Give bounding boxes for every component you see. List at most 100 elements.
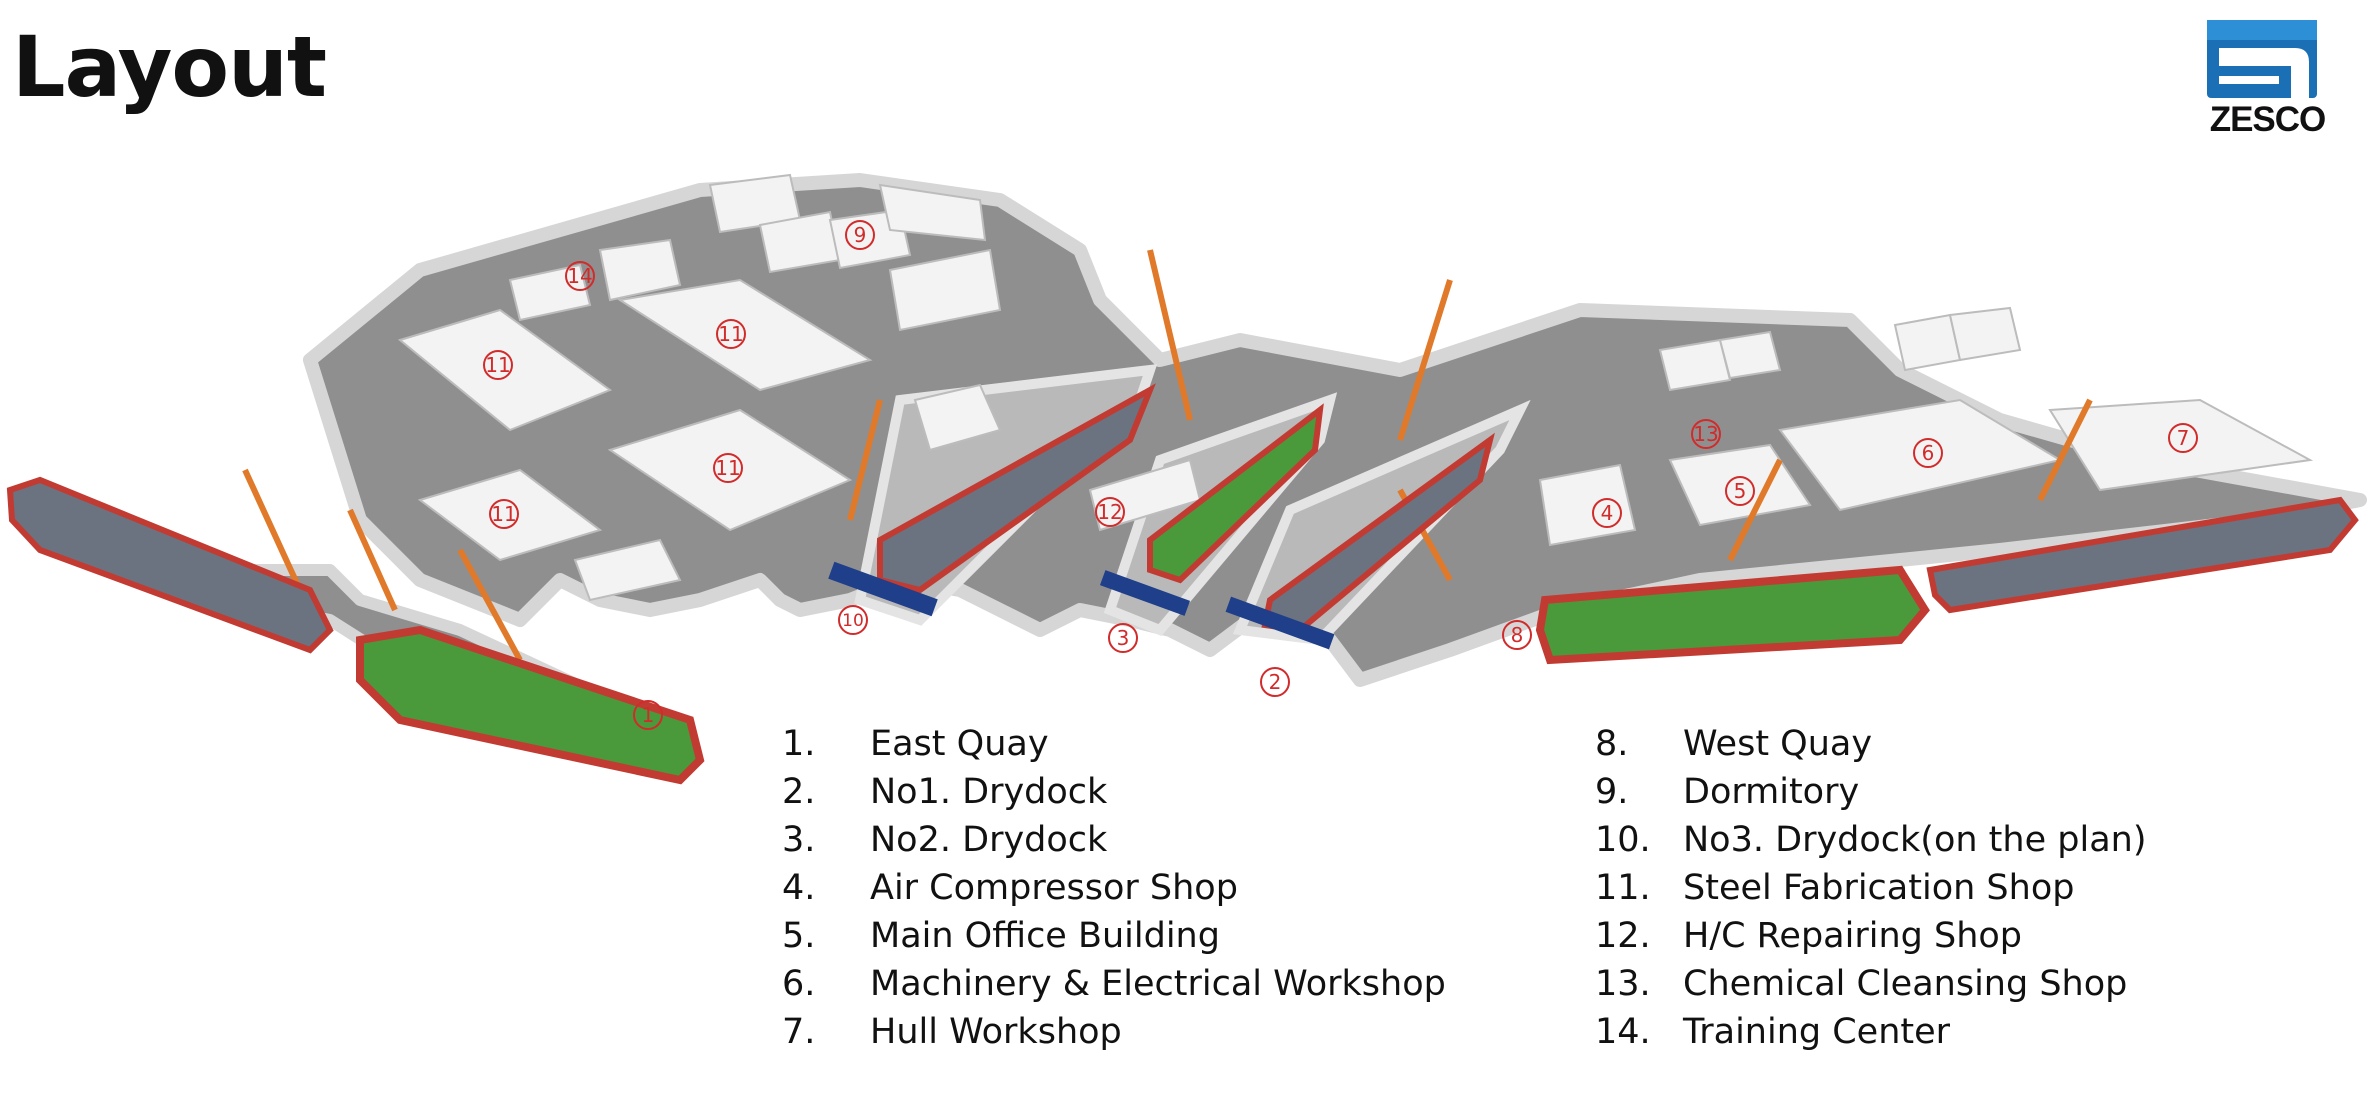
legend-left: 1.East Quay 2.No1. Drydock 3.No2. Drydoc… <box>782 720 1446 1056</box>
legend-num: 12. <box>1595 916 1651 956</box>
legend-label: West Quay <box>1683 724 1873 764</box>
legend-item-6: 6. Machinery & Electrical Workshop <box>782 960 1446 1008</box>
legend-label: Machinery & Electrical Workshop <box>870 964 1446 1004</box>
svg-text:14: 14 <box>567 264 592 288</box>
svg-text:11: 11 <box>491 502 516 526</box>
crane-9 <box>2037 398 2093 502</box>
legend-num: 14. <box>1595 1012 1651 1052</box>
marker-12: 12 <box>1095 497 1125 527</box>
svg-text:9: 9 <box>854 223 867 247</box>
legend-item-10: 10. No3. Drydock(on the plan) <box>1595 816 2146 864</box>
legend-num: 2. <box>782 772 816 812</box>
legend-label: Dormitory <box>1683 772 1860 812</box>
legend-num: 10. <box>1595 820 1651 860</box>
legend-label: H/C Repairing Shop <box>1683 916 2023 956</box>
marker-13: 13 <box>1691 419 1721 449</box>
legend-item-11: 11. Steel Fabrication Shop <box>1595 864 2146 912</box>
marker-14: 14 <box>565 261 595 291</box>
legend-item-8: 8. West Quay <box>1595 720 2146 768</box>
building-air-compressor <box>1538 463 1637 547</box>
legend-item-12: 12. H/C Repairing Shop <box>1595 912 2146 960</box>
building-steel-4 <box>417 468 603 562</box>
legend-label: No3. Drydock(on the plan) <box>1683 820 2147 860</box>
dock-gate-10 <box>828 561 938 617</box>
svg-text:2: 2 <box>1269 670 1282 694</box>
legend-item-2: 2.No1. Drydock <box>782 768 1446 816</box>
legend-item-13: 13. Chemical Cleansing Shop <box>1595 960 2146 1008</box>
legend-num: 4. <box>782 868 816 908</box>
legend-label: Main Office Building <box>870 916 1220 956</box>
marker-6: 6 <box>1913 438 1943 468</box>
dock-gates <box>828 561 1335 650</box>
ship-far-right <box>1926 496 2359 614</box>
building-training-2 <box>598 238 682 302</box>
legend-item-1: 1.East Quay <box>782 720 1446 768</box>
svg-text:11: 11 <box>718 322 743 346</box>
legend-label: Air Compressor Shop <box>870 868 1238 908</box>
svg-text:11: 11 <box>715 456 740 480</box>
marker-1: 1 <box>633 700 663 730</box>
crane-5 <box>1147 249 1193 421</box>
legend-num: 7. <box>782 1012 816 1052</box>
buildings <box>397 173 2314 602</box>
building-chemical-2 <box>1718 330 1782 380</box>
zesco-logo: ZESCO <box>2205 18 2330 143</box>
legend-num: 9. <box>1595 772 1629 812</box>
crane-1 <box>242 468 303 592</box>
legend-label: East Quay <box>870 724 1049 764</box>
crane-3 <box>457 548 523 662</box>
ship-west-quay <box>1535 565 1930 665</box>
marker-4: 4 <box>1592 498 1622 528</box>
legend-item-5: 5. Main Office Building <box>782 912 1446 960</box>
building-hull-workshop <box>2048 398 2314 492</box>
logo-mark <box>2207 20 2317 98</box>
building-chemical-1 <box>1658 338 1732 392</box>
legend-item-4: 4. Air Compressor Shop <box>782 864 1446 912</box>
marker-11-b: 11 <box>716 319 746 349</box>
crane-2 <box>347 508 398 612</box>
legend-num: 8. <box>1595 724 1629 764</box>
ship-drydock-10 <box>877 383 1156 594</box>
ships <box>6 383 2359 785</box>
legend-label: Steel Fabrication Shop <box>1683 868 2075 908</box>
marker-3: 3 <box>1108 623 1138 653</box>
dock-gate-2 <box>1225 596 1335 650</box>
svg-text:1: 1 <box>642 703 655 727</box>
svg-text:8: 8 <box>1511 623 1524 647</box>
page-title: Layout <box>12 18 327 116</box>
legend-label: Training Center <box>1683 1012 1951 1052</box>
legend-label: Chemical Cleansing Shop <box>1683 964 2128 1004</box>
svg-text:6: 6 <box>1922 441 1935 465</box>
svg-text:7: 7 <box>2177 426 2190 450</box>
svg-text:11: 11 <box>485 353 510 377</box>
svg-text:12: 12 <box>1097 500 1122 524</box>
building-top-right-1 <box>1893 313 1962 372</box>
crane-4 <box>847 399 883 521</box>
building-steel-3 <box>607 408 853 532</box>
marker-11-a: 11 <box>483 350 513 380</box>
svg-text:3: 3 <box>1117 626 1130 650</box>
building-small-2 <box>913 383 1002 452</box>
marker-10: 10 <box>838 605 868 635</box>
legend-item-3: 3.No2. Drydock <box>782 816 1446 864</box>
map-markers: 1 2 3 4 5 6 7 8 9 10 11 11 11 11 12 13 1… <box>483 220 2198 730</box>
shipyard-layout-map: 1 2 3 4 5 6 7 8 9 10 11 11 11 11 12 13 1… <box>6 173 2367 785</box>
ship-drydock-3 <box>1147 403 1324 584</box>
legend-item-7: 7. Hull Workshop <box>782 1008 1446 1056</box>
legend-label: Hull Workshop <box>870 1012 1122 1052</box>
ship-east-quay <box>356 625 705 785</box>
legend-num: 5. <box>782 916 816 956</box>
building-dormitory-4 <box>878 183 987 242</box>
marker-11-c: 11 <box>713 453 743 483</box>
building-training-1 <box>508 263 592 322</box>
marker-7: 7 <box>2168 423 2198 453</box>
logo-text: ZESCO <box>2209 100 2327 139</box>
legend-num: 11. <box>1595 868 1651 908</box>
building-small-1 <box>573 538 682 602</box>
crane-8 <box>1727 458 1783 562</box>
legend-num: 6. <box>782 964 816 1004</box>
legend-num: 13. <box>1595 964 1651 1004</box>
svg-text:5: 5 <box>1734 479 1747 503</box>
building-top-right-2 <box>1948 306 2022 362</box>
legend-item-9: 9. Dormitory <box>1595 768 2146 816</box>
